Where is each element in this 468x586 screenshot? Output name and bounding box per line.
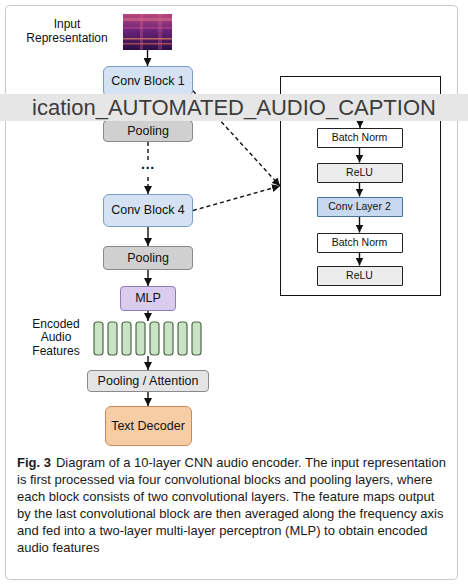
spectrogram-band bbox=[123, 38, 172, 40]
audio-feature-bars: Encoded Audio Features bbox=[92, 321, 204, 356]
side-heading: Encoded Audio Features bbox=[26, 318, 86, 360]
feature-bar bbox=[150, 322, 159, 355]
node-label: Conv Layer 2 bbox=[328, 200, 390, 212]
flow-arrow bbox=[147, 227, 148, 246]
spectrogram-band bbox=[140, 14, 143, 50]
spectrogram-band bbox=[123, 27, 172, 29]
dashed-arrow bbox=[193, 186, 280, 211]
node-label: Input Representation bbox=[17, 18, 117, 46]
node-label: ReLU bbox=[346, 166, 373, 178]
node-label: Conv Block 4 bbox=[111, 203, 185, 217]
node-label: MLP bbox=[135, 291, 161, 305]
node-label: Pooling bbox=[127, 124, 169, 138]
feature-bar bbox=[94, 322, 103, 355]
pooling-box: Pooling bbox=[103, 246, 193, 270]
spectrogram-input: Input Representation bbox=[123, 14, 172, 50]
feature-bar bbox=[178, 322, 187, 355]
flow-arrow bbox=[147, 392, 148, 406]
flow-arrow bbox=[359, 148, 360, 163]
batch-norm-box: Batch Norm bbox=[317, 128, 403, 148]
relu-box: ReLU bbox=[317, 163, 403, 183]
watermark-text: ication_AUTOMATED_AUDIO_CAPTION bbox=[32, 97, 436, 119]
feature-bar bbox=[192, 322, 201, 355]
flow-arrow bbox=[147, 311, 148, 321]
batch-norm-box: Batch Norm bbox=[317, 233, 403, 253]
flow-arrow bbox=[359, 253, 360, 266]
text-decoder-box: Text Decoder bbox=[105, 406, 192, 446]
feature-bar bbox=[108, 322, 117, 355]
feature-bar bbox=[136, 322, 145, 355]
relu-box: ReLU bbox=[317, 266, 403, 286]
feature-bar bbox=[122, 322, 131, 355]
spectrogram-ground bbox=[123, 14, 172, 50]
figure-frame bbox=[6, 6, 458, 580]
node-label: Text Decoder bbox=[111, 419, 185, 433]
caption-text: Diagram of a 10-layer CNN audio encoder.… bbox=[17, 455, 446, 555]
node-label: Batch Norm bbox=[332, 131, 387, 143]
watermark-banner: ication_AUTOMATED_AUDIO_CAPTION bbox=[0, 94, 468, 121]
pooling-attention-box: Pooling / Attention bbox=[87, 370, 209, 392]
side-heading: Input Representation bbox=[17, 18, 117, 46]
node-label: Encoded Audio Features bbox=[26, 318, 86, 359]
flow-arrow bbox=[147, 356, 148, 370]
spectrogram-band bbox=[123, 18, 172, 21]
conv-block: Conv Block 4 bbox=[103, 194, 193, 227]
edge-label: ··· bbox=[138, 161, 158, 175]
flow-arrow bbox=[147, 50, 148, 66]
flow-arrow bbox=[359, 183, 360, 197]
caption-paragraph: Fig. 3Diagram of a 10-layer CNN audio en… bbox=[17, 454, 451, 556]
node-label: Conv Block 1 bbox=[111, 74, 185, 88]
feature-bar bbox=[164, 322, 173, 355]
node-label: Pooling bbox=[127, 251, 169, 265]
feature-bars bbox=[94, 322, 201, 355]
flow-arrow bbox=[147, 270, 148, 286]
conv-layer-box: Conv Layer 2 bbox=[317, 197, 403, 217]
node-label: Pooling / Attention bbox=[98, 374, 199, 388]
node-label: Batch Norm bbox=[332, 236, 387, 248]
spectrogram-band bbox=[123, 43, 172, 45]
pooling-box: Pooling bbox=[103, 120, 193, 142]
spectrogram-image bbox=[123, 14, 172, 50]
conv-block: Conv Block 1 bbox=[103, 66, 193, 97]
mlp-box: MLP bbox=[120, 286, 176, 311]
node-label: ReLU bbox=[346, 269, 373, 281]
figure-number: Fig. 3 bbox=[17, 455, 51, 470]
spectrogram-band bbox=[158, 14, 162, 50]
flow-arrow bbox=[359, 217, 360, 233]
